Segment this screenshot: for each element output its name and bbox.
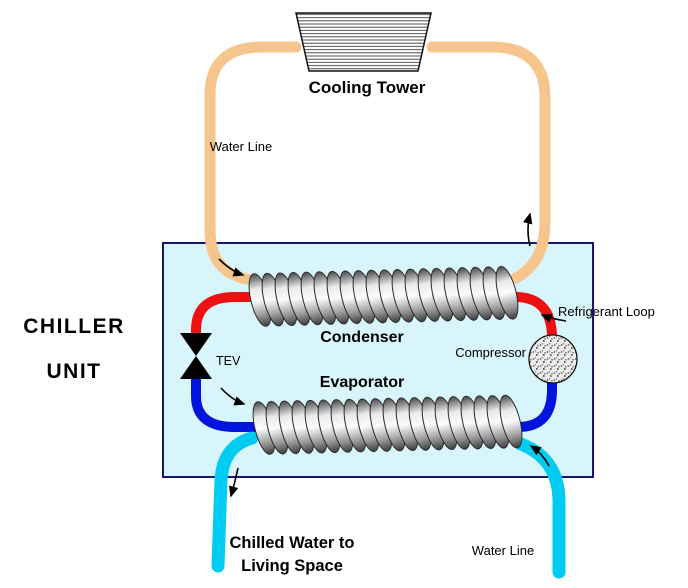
condenser-coil <box>248 265 519 327</box>
cooling-tower-label: Cooling Tower <box>309 78 426 97</box>
compressor-circle <box>528 334 578 384</box>
warm-water-pipe-left <box>204 41 302 285</box>
chiller-title-line2: UNIT <box>47 360 102 383</box>
refrigerant-loop-label: Refrigerant Loop <box>558 304 655 319</box>
flow-arrow-chilled-supply <box>229 467 239 498</box>
evaporator-label: Evaporator <box>320 374 404 391</box>
flow-arrow-condenser-inlet <box>218 258 245 277</box>
chilled-water-label-line1: Chilled Water to <box>230 534 355 552</box>
chiller-title-line1: CHILLER <box>23 315 125 338</box>
flow-arrow-water-return <box>529 445 550 467</box>
flow-arrow-tower-return <box>523 212 533 247</box>
chilled-water-pipe-left <box>211 431 259 573</box>
tev-valve <box>180 333 212 379</box>
cooling-tower-shape <box>295 12 432 72</box>
water-line-bottom-label: Water Line <box>472 543 534 558</box>
condenser-label: Condenser <box>320 329 404 346</box>
flow-arrow-refrigerant-loop <box>540 313 567 323</box>
chilled-water-label-line2: Living Space <box>241 557 343 575</box>
flow-arrow-tev-outlet <box>220 387 246 406</box>
tev-label: TEV <box>216 354 241 368</box>
compressor-label: Compressor <box>455 345 526 360</box>
evaporator-coil <box>252 394 523 455</box>
chilled-water-pipe-right <box>514 437 566 579</box>
water-line-top-label: Water Line <box>210 139 272 154</box>
warm-water-pipe-right <box>426 41 551 284</box>
